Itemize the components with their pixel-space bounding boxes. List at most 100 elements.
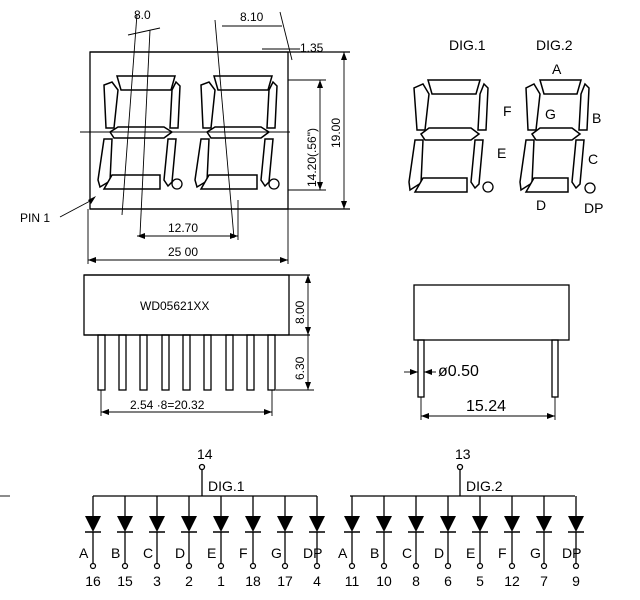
diode-icon [309, 516, 325, 532]
led-pin-number: 9 [572, 573, 580, 589]
led-segment-label: D [434, 545, 444, 561]
dim-row-spacing: 15.24 [466, 398, 506, 415]
dim-height: 19.00 [329, 118, 343, 148]
dim-body-height: 8.00 [293, 300, 307, 324]
dig2-common-pin: 13 [455, 446, 471, 462]
led-pin-number: 8 [412, 573, 420, 589]
led-pin-number: 10 [376, 573, 392, 589]
end-pin-right [551, 339, 559, 398]
led-segment-label: F [239, 545, 248, 561]
diode-icon [440, 516, 456, 532]
led-pin-number: 2 [185, 573, 193, 589]
dim-pitch: 12.70 [168, 221, 198, 235]
led-pin-number: 5 [476, 573, 484, 589]
led-dig1-a: A 16 [79, 496, 101, 589]
dig1-label: DIG.1 [449, 37, 486, 53]
segment-view: DIG.1 DIG.2 A B C D E F G DP [408, 37, 603, 216]
side-view: WD05621XX 8.00 6.30 2.54 ·8=20.32 [83, 274, 314, 416]
digit1-slant-axis [121, 13, 138, 216]
led-segment-label: DP [303, 545, 322, 561]
diode-icon [117, 516, 133, 532]
led-segment-label: C [402, 545, 412, 561]
side-pins [97, 334, 276, 391]
led-segment-label: F [498, 545, 507, 561]
offset-ext-line [279, 11, 293, 61]
seg-label-f: F [503, 103, 512, 119]
segment-digit-2 [519, 79, 596, 194]
front-view: 8.0 8.10 1.35 14.20(.56") 19.00 12.70 25… [20, 8, 350, 264]
dig2-schematic-label: DIG.2 [466, 478, 503, 494]
led-dig1-g: G 17 [271, 496, 293, 589]
led-dig2-c: C8 [402, 496, 424, 589]
led-segment-label: E [207, 545, 216, 561]
led-segment-label: A [79, 545, 89, 561]
led-dig1-e: E1 [207, 496, 229, 589]
led-dig2-dp: DP 9 [562, 496, 584, 589]
led-pin-number: 3 [153, 573, 161, 589]
led-segment-label: D [175, 545, 185, 561]
diode-icon [568, 516, 584, 532]
slant-arc [127, 27, 161, 36]
led-pin-number: 4 [313, 573, 321, 589]
led-dig1-c: C3 [143, 496, 165, 589]
diode-icon [213, 516, 229, 532]
end-view: ø0.50 15.24 [404, 284, 570, 420]
end-body-outline [413, 284, 570, 341]
diode-icon [376, 516, 392, 532]
led-pin-number: 12 [504, 573, 520, 589]
led-pin-number: 11 [345, 573, 360, 589]
seg-label-c: C [588, 151, 598, 167]
diode-icon [277, 516, 293, 532]
led-dig1-f: F 18 [239, 496, 261, 589]
diode-icon [245, 516, 261, 532]
diode-icon [472, 516, 488, 532]
led-dig2-d: D6 [434, 496, 456, 589]
led-dig2-g: G7 [530, 496, 552, 589]
dim-char-height: 14.20(.56") [305, 128, 319, 187]
seg-label-b: B [592, 110, 601, 126]
led-segment-label: G [271, 545, 282, 561]
led-pin-number: 7 [540, 573, 548, 589]
led-dig2-f: F 12 [498, 496, 520, 589]
diode-icon [85, 516, 101, 532]
led-pin-number: 16 [85, 573, 101, 589]
dim-digit-width: 8.10 [240, 10, 264, 24]
segment-digit-1 [408, 79, 494, 193]
led-dig2-b: B 10 [370, 496, 392, 589]
pin1-label: PIN 1 [20, 211, 50, 225]
diode-icon [408, 516, 424, 532]
led-segment-label: DP [562, 545, 581, 561]
seg-label-e: E [497, 145, 506, 161]
digit2-slant-axis [214, 19, 235, 239]
front-digit-1 [97, 75, 183, 190]
front-digit-2 [194, 75, 280, 190]
seg-label-d: D [536, 197, 546, 213]
led-pin-number: 15 [117, 573, 133, 589]
led-dig1-dp: DP 4 [303, 496, 325, 589]
led-dig2-a: A 11 [338, 496, 360, 589]
led-dig1-b: B15 [111, 496, 133, 589]
led-pin-number: 18 [245, 573, 261, 589]
led-segment-label: E [466, 545, 475, 561]
diode-icon [344, 516, 360, 532]
dim-pin-length: 6.30 [293, 356, 307, 380]
led-pin-number: 17 [277, 573, 293, 589]
dim-pin-pitch: 2.54 ·8=20.32 [130, 398, 205, 412]
dim-width: 25 00 [168, 245, 198, 259]
end-pin-left [417, 339, 425, 398]
dim-offset: 1.35 [300, 41, 324, 55]
led-dig1-d: D2 [175, 496, 197, 589]
led-segment-label: B [370, 545, 379, 561]
dim-digit-slant: 8.0 [134, 8, 151, 22]
seg-label-dp: DP [584, 200, 603, 216]
part-number: WD05621XX [140, 299, 209, 313]
seg-label-g: G [545, 106, 556, 122]
pin1-leader [59, 199, 93, 218]
led-segment-label: A [338, 545, 348, 561]
diode-icon [181, 516, 197, 532]
dig1-schematic-label: DIG.1 [208, 478, 245, 494]
dig1-common-pin: 14 [197, 446, 213, 462]
